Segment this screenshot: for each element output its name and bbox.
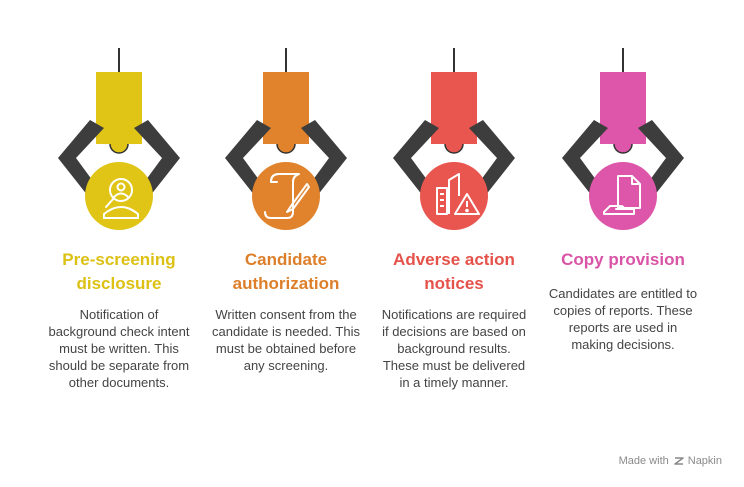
claw-right-arm — [134, 120, 180, 196]
step-title-line1: Candidate — [244, 250, 328, 269]
icon-circle — [420, 162, 488, 230]
step-description: Notification of background check intent … — [48, 307, 190, 390]
step-description: Written consent from the candidate is ne… — [212, 307, 360, 373]
claw-block — [431, 72, 477, 144]
claw-block — [96, 72, 142, 144]
step-title-line2: notices — [424, 274, 484, 293]
step-title-line2: disclosure — [76, 274, 162, 293]
magnifier-person-icon — [103, 178, 139, 219]
claw-illustration — [393, 48, 515, 230]
brand-link[interactable]: Napkin — [673, 455, 722, 467]
step-title: Adverse action notices — [361, 248, 547, 296]
claw-block — [600, 72, 646, 144]
claw-block — [263, 72, 309, 144]
made-with-label: Made with — [618, 455, 669, 467]
claw-left-arm — [562, 120, 608, 196]
step-title-line1: Pre-screening — [62, 250, 176, 269]
claw-left-arm — [393, 120, 439, 196]
claw-illustration — [225, 48, 347, 230]
step-title-line1: Adverse action — [393, 250, 515, 269]
step-pre-screening-disclosure: Pre-screening disclosure Notification of… — [26, 0, 212, 487]
step-candidate-authorization: Candidate authorization Written consent … — [193, 0, 379, 487]
step-title: Copy provision — [530, 248, 716, 272]
claw-right-arm — [469, 120, 515, 196]
step-title: Candidate authorization — [193, 248, 379, 296]
footer-attribution: Made with Napkin — [619, 455, 722, 467]
icon-circle — [252, 162, 320, 230]
step-adverse-action-notices: Adverse action notices Notifications are… — [361, 0, 547, 487]
step-title-line2: authorization — [232, 274, 340, 293]
document-pen-icon — [264, 173, 310, 219]
claw-right-arm — [301, 120, 347, 196]
step-description: Candidates are entitled to copies of rep… — [548, 286, 698, 352]
step-description: Notifications are required if decisions … — [381, 307, 527, 390]
claw-left-arm — [225, 120, 271, 196]
icon-circle — [589, 162, 657, 230]
claw-illustration — [58, 48, 180, 230]
claw-left-arm — [58, 120, 104, 196]
claw-right-arm — [638, 120, 684, 196]
document-hand-icon — [603, 175, 641, 215]
step-title: Pre-screening disclosure — [26, 248, 212, 296]
claw-illustration — [562, 48, 684, 230]
icon-circle — [85, 162, 153, 230]
napkin-logo-icon — [674, 457, 684, 465]
step-title-line1: Copy provision — [561, 250, 685, 269]
step-copy-provision: Copy provision Candidates are entitled t… — [530, 0, 716, 487]
brand-name: Napkin — [687, 455, 722, 467]
buildings-warning-icon — [436, 173, 480, 215]
